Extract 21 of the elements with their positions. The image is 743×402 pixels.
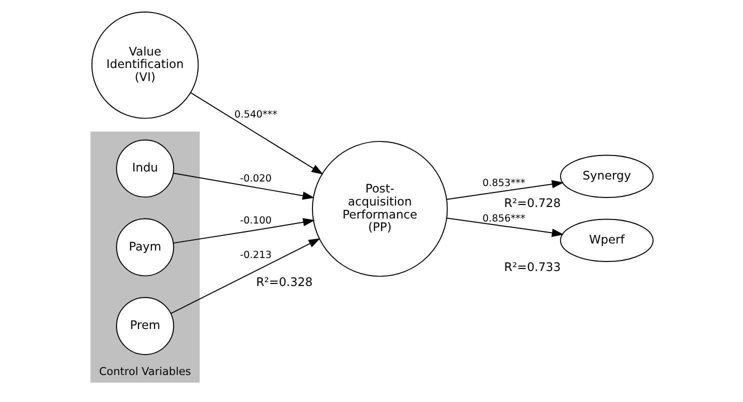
node-circle: Paym: [116, 218, 174, 276]
edge-label: -0.213: [239, 250, 272, 262]
edge-label: 0.856***: [482, 214, 525, 225]
node-label: R²=0.328: [256, 274, 312, 289]
node-circle: Prem: [116, 296, 174, 356]
arrow: [172, 172, 314, 200]
node-circle: Indu: [116, 139, 174, 198]
arrow: [170, 238, 320, 314]
node-label: R²=0.733: [504, 260, 560, 274]
arrow: [446, 180, 564, 200]
node-ellipse: Synergy: [560, 154, 654, 198]
arrow: [446, 218, 564, 237]
node-circle: Value Identification (VI): [90, 12, 198, 119]
arrow: [172, 218, 314, 244]
edge-label: 0.853***: [482, 178, 525, 190]
node-label: R²=0.728: [504, 196, 560, 210]
edge-label: 0.540***: [234, 109, 277, 120]
edge-label: -0.020: [239, 173, 272, 184]
edge-label: -0.100: [239, 216, 272, 227]
node-ellipse: Wperf: [560, 218, 654, 262]
arrow: [190, 92, 323, 175]
